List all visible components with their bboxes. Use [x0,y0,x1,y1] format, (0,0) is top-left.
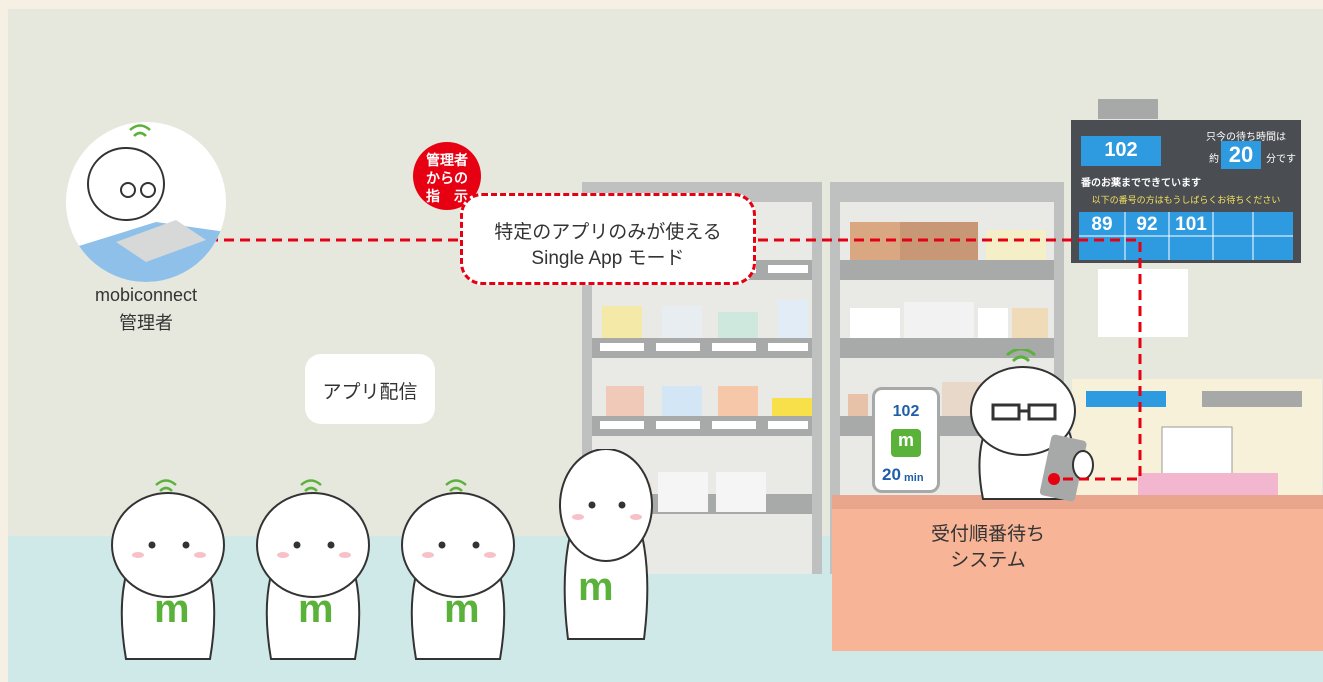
next-text: 以下の番号の方はもうしばらくお待ちください [1091,195,1281,205]
scene: 102 只今の待ち時間は 約 20 分です 番のお薬までできています 以下の番号… [8,9,1323,682]
reception-label-line1: 受付順番待ち [930,524,1045,545]
admin-name: mobiconnect [94,285,198,305]
customer-mascot [401,479,515,660]
mascot-logo-m: m [444,587,480,631]
wait-minutes: 20 [1228,142,1254,167]
badge-line1: 管理者 [426,152,468,168]
badge-line2: からの [426,170,468,186]
app-icon-letter: m [897,430,914,450]
waiting-board: 102 只今の待ち時間は 約 20 分です 番のお薬までできています 以下の番号… [1071,120,1301,263]
phone-minutes-unit: min [904,472,924,484]
reception-counter [832,379,1323,651]
current-number-box [1081,136,1161,166]
admin-role: 管理者 [119,313,173,333]
badge-line3: 指 示 [426,188,468,204]
queue-number: 92 [1136,214,1158,235]
queue-number: 101 [1175,214,1207,235]
mascot-logo-m: m [578,565,614,609]
customer-mascot [559,449,653,640]
app-icon [891,429,921,457]
wait-approx: 約 [1209,154,1219,165]
waiting-customers [111,449,653,660]
wait-unit: 分です [1266,154,1296,165]
customer-mascot [111,479,225,660]
mascot-logo-m: m [154,587,190,631]
app-delivery-bubble [305,354,435,424]
queue-number: 89 [1091,214,1113,235]
admin-mascot [66,124,226,282]
single-app-mode-box [460,193,756,285]
board-mount [1098,99,1188,337]
phone-minutes: 20 [882,465,901,484]
single-app-line1: 特定のアプリのみが使える [494,222,722,243]
single-app-line2: Single App モード [531,248,685,269]
phone-number: 102 [892,403,920,420]
current-number: 102 [1104,139,1138,161]
queue-grid-lines [1079,212,1293,260]
customer-mascot [256,479,370,660]
admin-avatar-circle [66,122,226,282]
ready-text: 番のお薬までできています [1081,178,1201,189]
wait-prefix: 只今の待ち時間は [1206,132,1286,143]
reception-label-line2: システム [950,550,1026,571]
mascot-logo-m: m [298,587,334,631]
wait-minutes-box [1221,141,1261,169]
app-delivery-label: アプリ配信 [322,382,418,403]
medicine-shelves [582,182,1064,574]
